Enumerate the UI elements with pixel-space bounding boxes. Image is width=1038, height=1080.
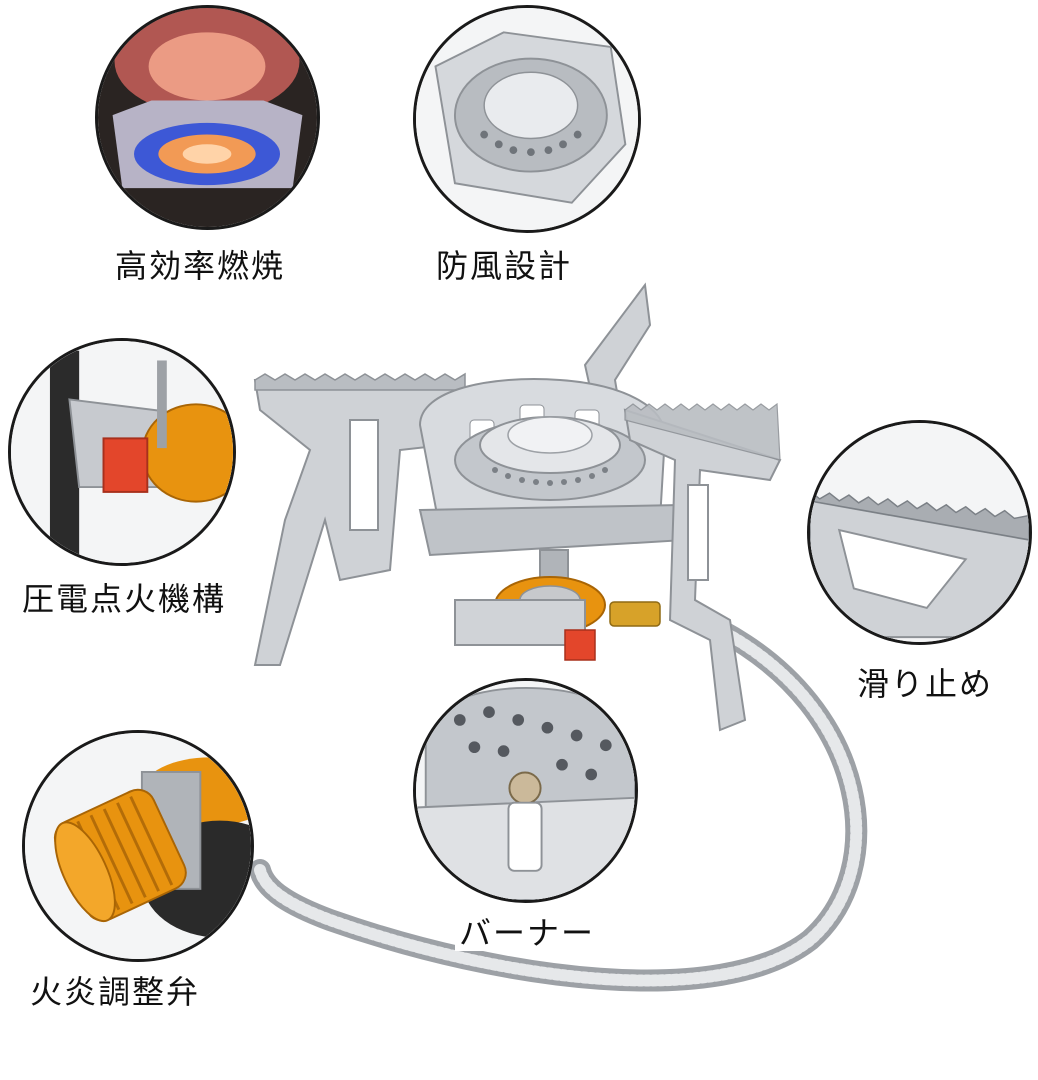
valve-detail-circle — [22, 730, 254, 962]
igniter-image — [11, 341, 233, 563]
combustion-label: 高効率燃焼 — [115, 247, 286, 285]
flame-image — [98, 8, 317, 227]
ignition-detail-circle — [8, 338, 236, 566]
serrated-support-image — [810, 423, 1029, 642]
pot-support-right — [623, 408, 782, 732]
ignition-label: 圧電点火機構 — [22, 580, 227, 618]
burner-head — [454, 416, 646, 501]
windproof-label: 防風設計 — [436, 247, 573, 285]
windproof-detail-circle — [413, 5, 641, 233]
valve-label: 火炎調整弁 — [30, 973, 201, 1011]
antislip-label: 滑り止め — [857, 665, 994, 703]
camping-stove-image — [253, 282, 782, 732]
antislip-detail-circle — [807, 420, 1032, 645]
burner-image — [416, 681, 635, 900]
burner-detail-circle — [413, 678, 638, 903]
combustion-detail-circle — [95, 5, 320, 230]
windshield-image — [416, 8, 638, 230]
valve-knob-image — [25, 733, 251, 959]
gas-hose — [250, 620, 868, 992]
burner-label: バーナー — [455, 915, 600, 951]
